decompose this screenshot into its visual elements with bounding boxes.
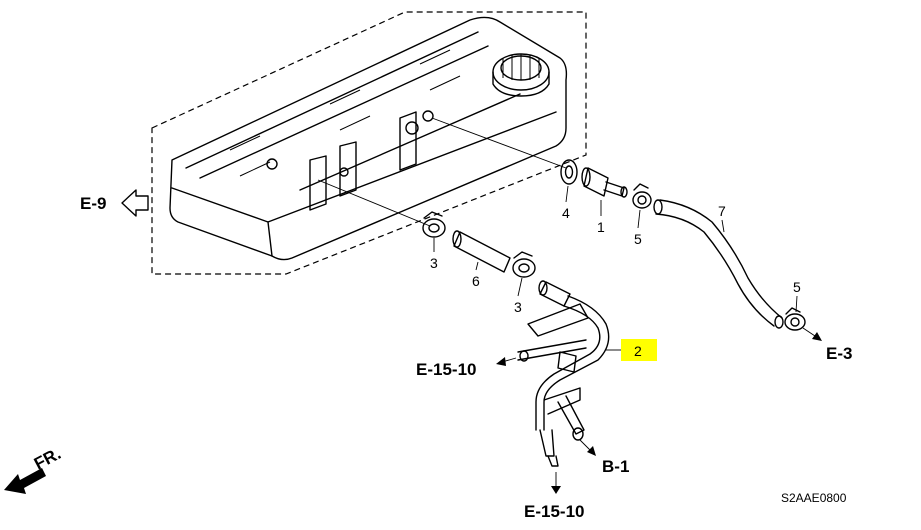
clamp-part-lower bbox=[784, 307, 806, 331]
diagram-code: S2AAE0800 bbox=[781, 491, 847, 505]
callout-7: 7 bbox=[718, 203, 726, 219]
ref-e15-10-left-label: E-15-10 bbox=[416, 360, 476, 379]
callout-3-upper: 3 bbox=[430, 255, 438, 271]
callout-6: 6 bbox=[472, 273, 480, 289]
clamp-part-3-upper bbox=[422, 211, 446, 238]
callout-1: 1 bbox=[597, 219, 605, 235]
callout-3-lower: 3 bbox=[514, 299, 522, 315]
breather-hose-part bbox=[653, 199, 784, 329]
front-direction-arrow bbox=[4, 468, 46, 494]
short-hose-part bbox=[452, 230, 511, 273]
leader-cover-to-grommet bbox=[431, 117, 567, 169]
e9-direction-arrow bbox=[121, 189, 149, 217]
pcv-valve-part bbox=[581, 167, 628, 198]
ref-e15-10-bottom-label: E-15-10 bbox=[524, 502, 584, 521]
clamp-part-3-lower bbox=[512, 251, 536, 278]
ref-fr-label: FR. bbox=[31, 444, 64, 474]
callout-2: 2 bbox=[634, 343, 642, 359]
breather-pipe-part bbox=[517, 280, 610, 467]
ref-e3-label: E-3 bbox=[826, 344, 852, 363]
oil-filler-cap bbox=[492, 53, 550, 97]
callout-leaders bbox=[433, 185, 798, 313]
grommet-part bbox=[560, 159, 578, 185]
leader-cover-to-clamp bbox=[317, 179, 431, 227]
callout-4: 4 bbox=[562, 205, 570, 221]
ref-e9-label: E-9 bbox=[80, 194, 106, 213]
ref-b1-label: B-1 bbox=[602, 457, 629, 476]
valve-cover-boundary bbox=[151, 11, 587, 275]
reference-arrows bbox=[496, 327, 822, 494]
callout-2-highlight bbox=[621, 339, 657, 361]
valve-cover bbox=[169, 16, 568, 261]
callout-5-upper: 5 bbox=[634, 231, 642, 247]
callout-5-lower: 5 bbox=[793, 279, 801, 295]
clamp-part-upper bbox=[632, 183, 652, 209]
